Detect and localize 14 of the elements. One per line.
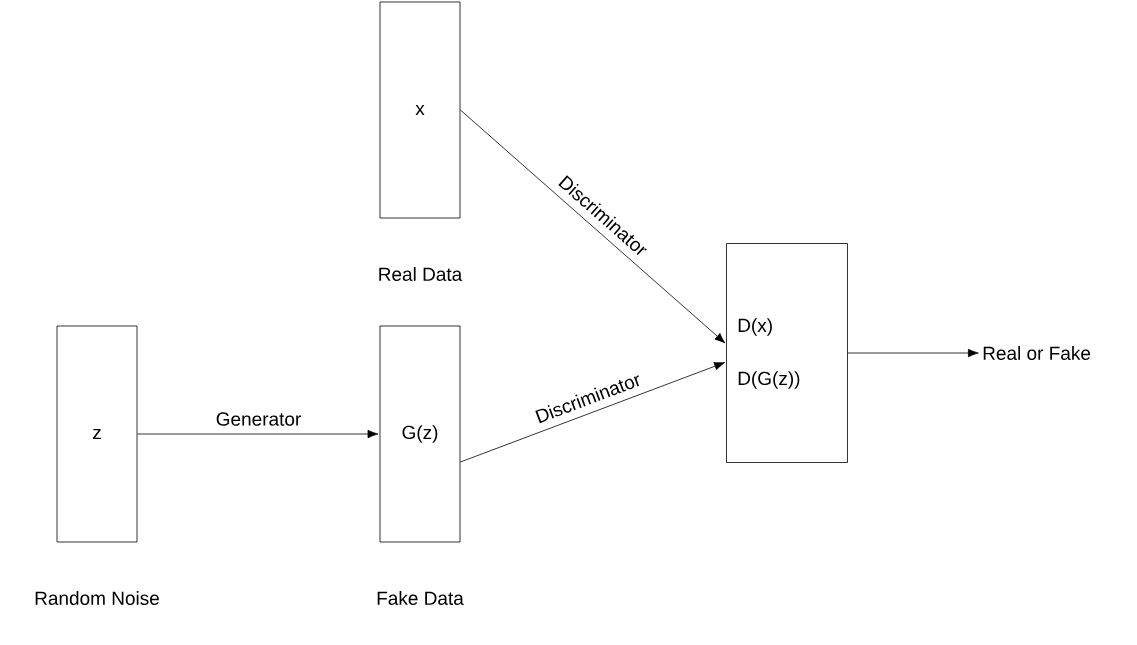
node-label: Real Data (379, 267, 463, 281)
arrow (460, 109, 726, 344)
output-text: Real or Fake (983, 346, 1091, 360)
box: x (379, 1, 461, 219)
arrow (460, 362, 725, 463)
box: G(z) (379, 325, 461, 543)
node-label: Random Noise (35, 591, 159, 605)
arrow (847, 348, 979, 358)
node-label: Fake Data (377, 591, 464, 605)
box-text: D(G(z)) (738, 371, 800, 389)
box-text: D(x) (738, 318, 772, 336)
arrow (137, 429, 379, 439)
box: z (56, 325, 138, 543)
edge-label: Generator (214, 411, 303, 427)
